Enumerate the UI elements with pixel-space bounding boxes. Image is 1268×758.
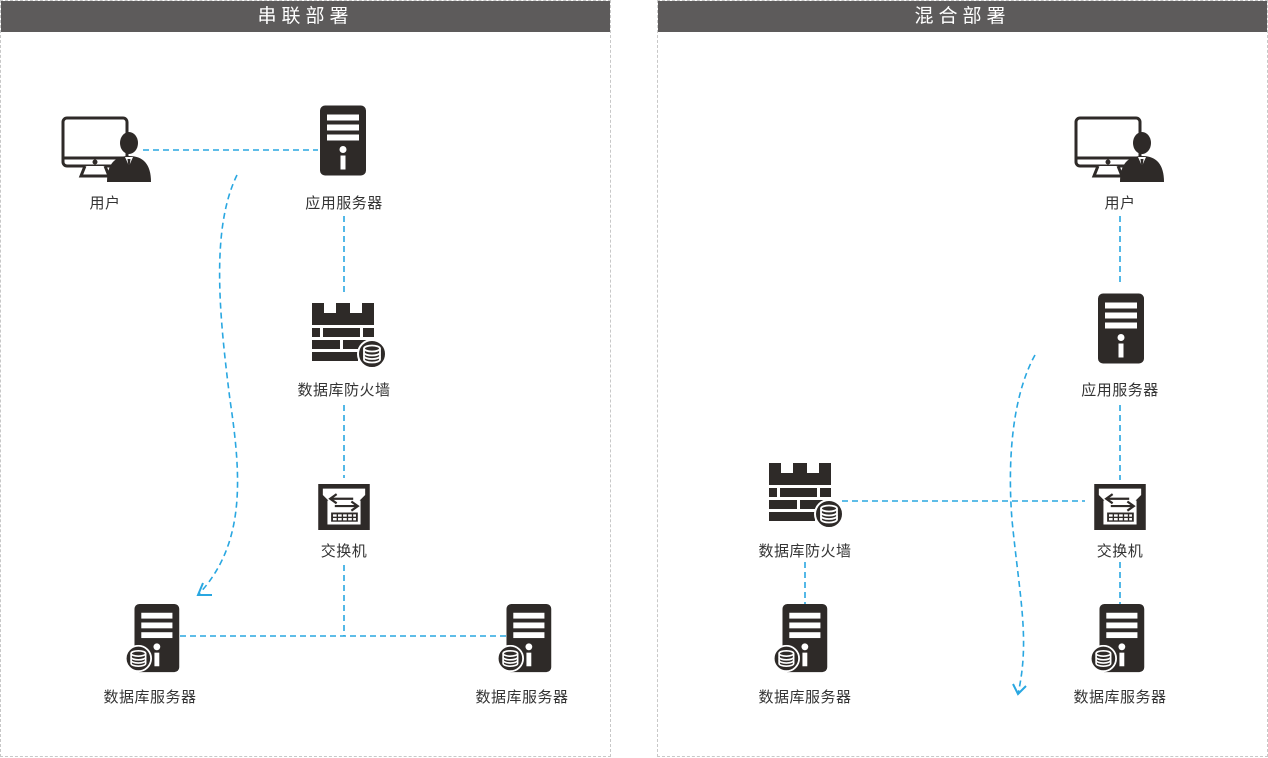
node-label-db-firewall: 数据库防火墙 — [297, 381, 391, 399]
node-label-switch: 交换机 — [1096, 542, 1144, 560]
node-label-db-server: 数据库服务器 — [1073, 688, 1167, 706]
node-label-db-server: 数据库服务器 — [758, 688, 852, 706]
panel-title: 串联部署 — [1, 1, 610, 32]
node-label-db-server: 数据库服务器 — [475, 688, 569, 706]
node-label-switch: 交换机 — [320, 542, 368, 560]
node-label-user: 用户 — [1104, 194, 1136, 212]
node-label-app-server: 应用服务器 — [305, 194, 383, 212]
node-label-db-firewall: 数据库防火墙 — [758, 542, 852, 560]
node-label-db-server: 数据库服务器 — [103, 688, 197, 706]
hybrid-deployment-panel: 混合部署 — [657, 0, 1268, 757]
node-label-user: 用户 — [89, 194, 121, 212]
panel-title: 混合部署 — [658, 1, 1267, 32]
node-label-app-server: 应用服务器 — [1081, 381, 1159, 399]
